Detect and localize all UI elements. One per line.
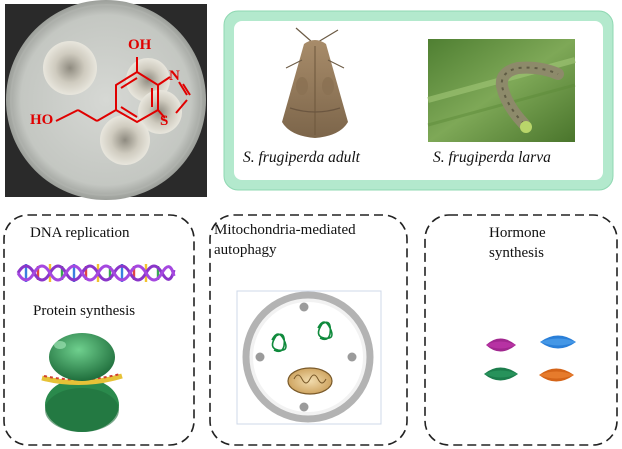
hormone-blobs-icon	[484, 335, 576, 382]
larva-caption: S. frugiperda larva	[433, 149, 551, 166]
atom-sulfur: S	[160, 113, 169, 129]
atom-nitrogen: N	[169, 68, 180, 84]
petri-dish-photo	[5, 0, 207, 200]
moth-caption: S. frugiperda adult	[243, 149, 360, 166]
dna-replication-label: DNA replication	[30, 225, 130, 241]
atom-hydroxyl-ring: OH	[128, 37, 152, 53]
ribosome-icon	[41, 333, 123, 432]
chemical-structure	[55, 57, 191, 124]
larva-photo	[427, 39, 576, 142]
hormone-label-line1: Hormone	[489, 225, 546, 241]
autophagosome-icon	[236, 290, 382, 425]
autophagy-label-line1: Mitochondria-mediated	[214, 222, 356, 238]
hormone-label-line2: synthesis	[489, 245, 545, 261]
atom-hydroxyl-chain: HO	[30, 112, 54, 128]
panel-left-border	[3, 214, 195, 446]
moth-photo	[282, 27, 348, 138]
protein-synthesis-label: Protein synthesis	[33, 303, 136, 319]
dna-double-helix-icon	[16, 264, 176, 282]
autophagy-label-line2: autophagy	[214, 242, 277, 258]
panel-right-border	[424, 214, 618, 446]
panel-middle-border	[209, 214, 408, 446]
